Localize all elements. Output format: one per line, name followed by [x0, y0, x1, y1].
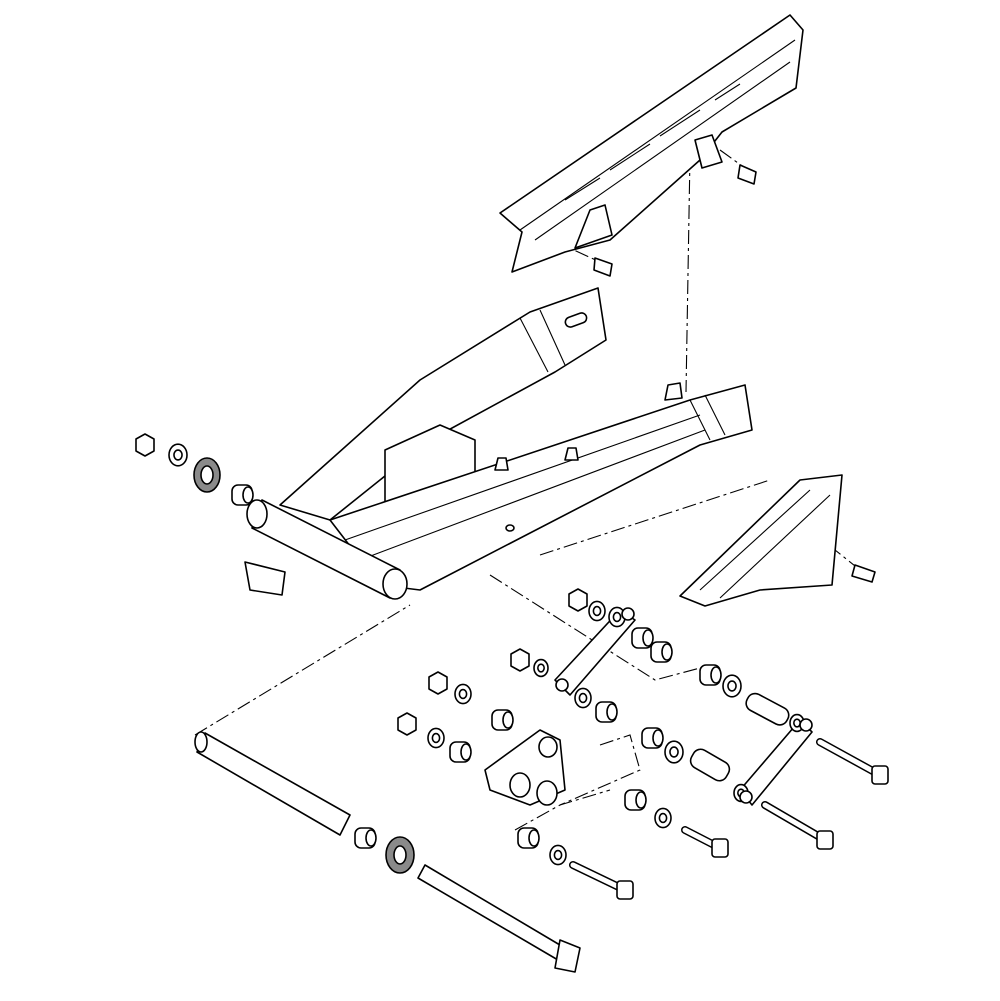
bearing-seal-bore [393, 845, 407, 865]
bolt-head [871, 765, 889, 785]
collar-bore [652, 729, 664, 747]
collar-bore [661, 643, 673, 661]
collar-bore [460, 743, 472, 761]
rocker-arm-bore [536, 780, 558, 806]
chain-guard-bolt [593, 164, 757, 277]
tie-rod-eye [739, 790, 753, 804]
swingarm [279, 287, 753, 591]
washer-hole [658, 812, 668, 824]
chain-slider-bolt [851, 564, 876, 583]
pivot-half-shell [244, 561, 286, 596]
washer-hole [727, 680, 737, 692]
collar-bore [606, 703, 618, 721]
tie-rod-eye [621, 607, 635, 621]
chain-guard [499, 14, 804, 273]
nut [568, 588, 588, 612]
nut [428, 671, 448, 695]
collar-bore [528, 829, 540, 847]
bolt-head [816, 830, 834, 850]
collar-bore [642, 629, 654, 647]
collar-bore [502, 711, 514, 729]
tie-rod-eye [799, 718, 813, 732]
collar-bore [365, 829, 377, 847]
washer-hole [553, 849, 563, 861]
washer-hole [537, 663, 545, 673]
collar-bore [710, 666, 722, 684]
tie-rod-eye [555, 678, 569, 692]
bolt-head [711, 838, 729, 858]
swingarm-pivot-tube [246, 499, 408, 600]
washer-hole [431, 732, 441, 744]
washer-hole [578, 692, 588, 704]
leader-line [489, 574, 701, 681]
leader-line [194, 604, 411, 736]
spacer-rod [194, 731, 351, 836]
nut [510, 648, 530, 672]
bolt-head [616, 880, 634, 900]
nut [397, 712, 417, 736]
rocker-arm-bore [538, 736, 558, 758]
spacer [745, 692, 790, 726]
leader-line [539, 479, 771, 556]
rocker-arm-bore [509, 772, 531, 798]
washer-hole [612, 611, 622, 623]
leader-line [559, 734, 641, 806]
pivot-bolt [417, 864, 581, 973]
collar-bore [635, 791, 647, 809]
bearing-seal-bore [200, 465, 214, 485]
leader-line [685, 154, 691, 393]
washer-hole [592, 605, 602, 617]
spacer [689, 748, 731, 782]
nut [135, 433, 155, 457]
washer-hole [793, 718, 801, 728]
bolt-shank-fill [762, 802, 828, 843]
leader-line [514, 789, 611, 831]
washer-hole [669, 746, 679, 758]
collar-bore [242, 486, 254, 504]
bolt-shank-fill [817, 739, 883, 778]
washer-hole [458, 688, 468, 700]
leader-lines [194, 149, 861, 831]
washer-hole [173, 449, 183, 461]
chain-slider [679, 474, 843, 607]
